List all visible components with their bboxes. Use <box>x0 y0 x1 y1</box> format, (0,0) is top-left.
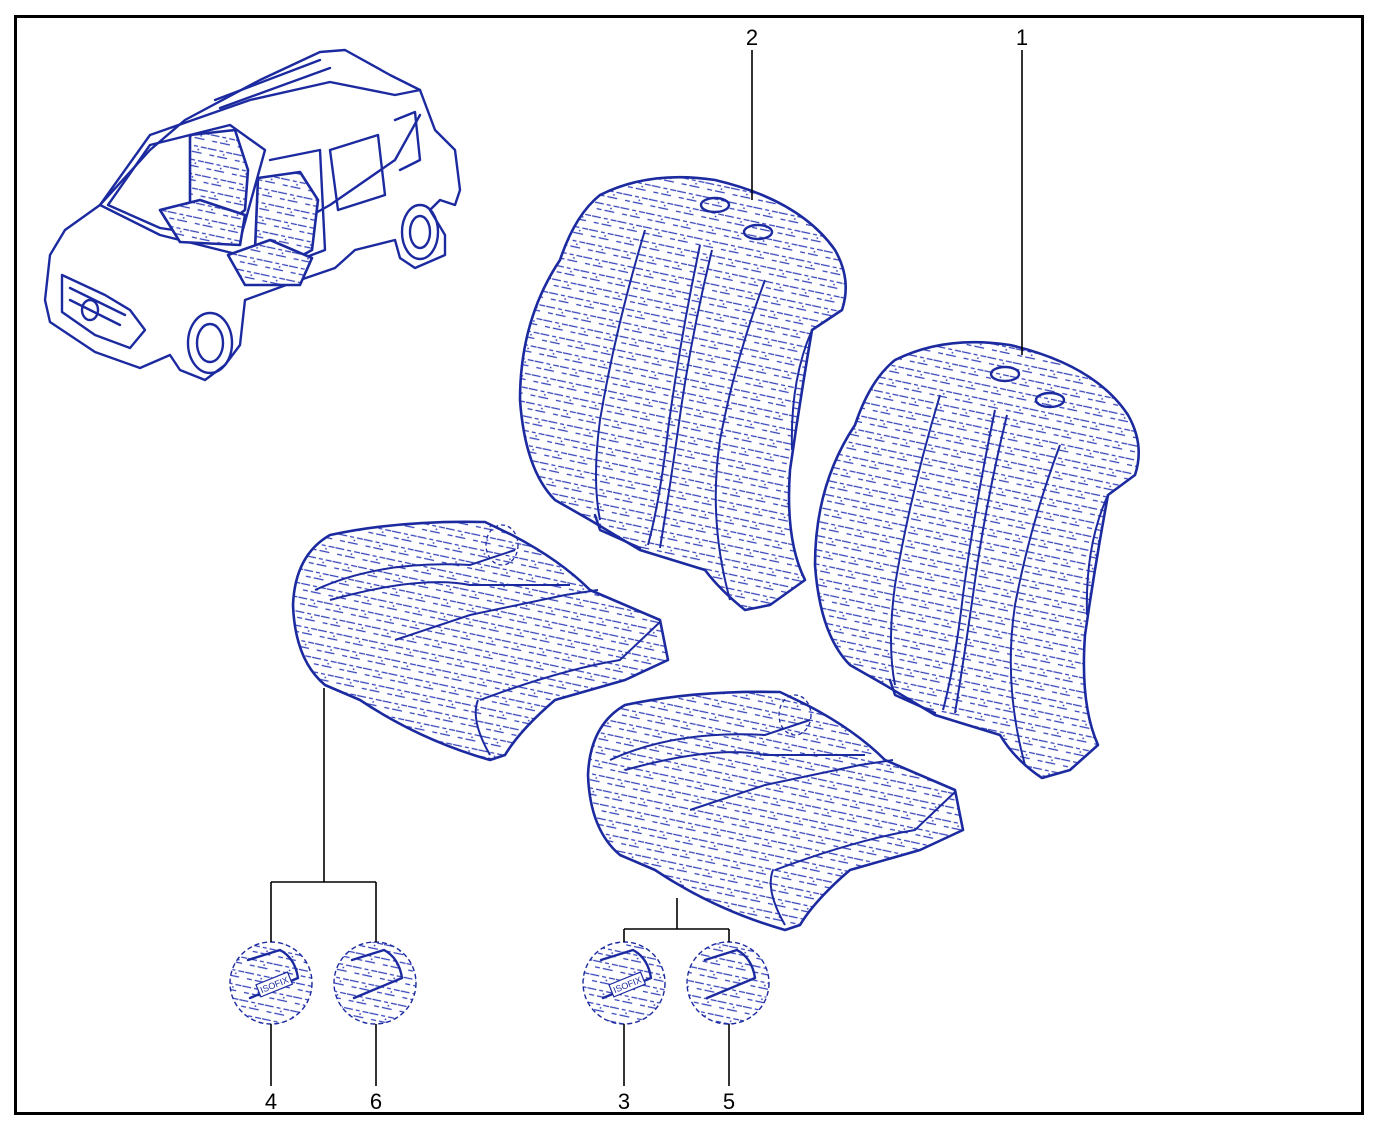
seat-back-2 <box>518 175 847 612</box>
callout-2: 2 <box>746 25 758 50</box>
detail-circle-6 <box>333 941 417 1025</box>
detail-circle-3: ISOFIX <box>582 941 666 1025</box>
detail-circle-4: ISOFIX <box>229 941 313 1025</box>
leader-lines <box>270 50 1023 1086</box>
callout-5: 5 <box>723 1089 735 1114</box>
callout-3: 3 <box>618 1089 630 1114</box>
detail-circle-5 <box>686 941 770 1025</box>
seat-cushion-right <box>586 690 965 932</box>
callout-1: 1 <box>1016 25 1028 50</box>
car-overview <box>43 48 462 382</box>
seat-cushion-left <box>291 520 670 762</box>
seat-back-1 <box>813 340 1140 780</box>
callout-6: 6 <box>370 1089 382 1114</box>
diagram-frame <box>14 15 1364 1115</box>
callout-4: 4 <box>265 1089 277 1114</box>
